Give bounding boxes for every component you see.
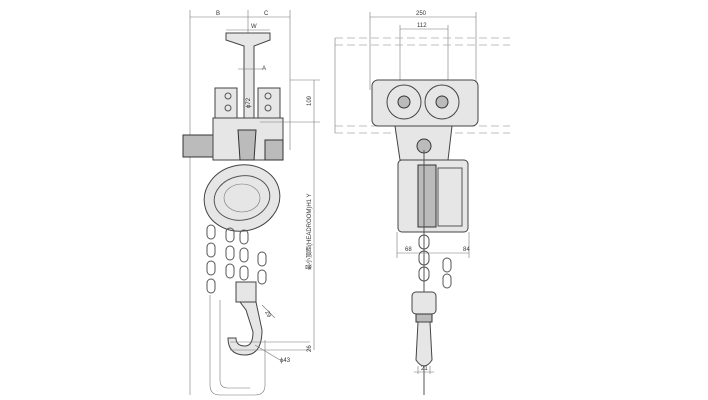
- dim-26-label: 26: [307, 345, 313, 352]
- dim-29-label: 29: [263, 310, 272, 319]
- hook: [415, 321, 433, 367]
- hoist-body: [203, 164, 281, 232]
- hook-block: [235, 281, 257, 303]
- load-chain: [418, 234, 452, 289]
- dim-109-label: 109: [307, 95, 313, 106]
- dim-112-label: 112: [417, 23, 427, 29]
- hand-chain-loop: [209, 295, 266, 396]
- dim-21-label: 21: [421, 366, 428, 372]
- trolley-wheel-right: [257, 87, 281, 119]
- dim-w-label: W: [251, 24, 257, 30]
- hook: [227, 301, 263, 356]
- dim-phi43-label: ϕ43: [280, 358, 291, 364]
- side-view: B C W A ϕ72: [182, 10, 320, 396]
- dim-c-label: C: [264, 11, 269, 17]
- dim-phi72-label: ϕ72: [246, 97, 252, 108]
- load-chain: [206, 224, 267, 294]
- front-view: 250 112 68 84: [334, 11, 510, 395]
- dim-84-label: 84: [463, 247, 470, 253]
- dim-a-label: A: [262, 66, 266, 72]
- dim-68-label: 68: [405, 247, 412, 253]
- dim-250-label: 250: [416, 11, 427, 17]
- hand-wheel-shaft: [182, 134, 214, 158]
- dim-b-label: B: [216, 11, 220, 17]
- hook-block: [411, 291, 437, 315]
- headroom-label: 最小頂距(HEADROOM)H1 Y: [305, 193, 313, 270]
- trolley-wheel-left: [214, 87, 238, 119]
